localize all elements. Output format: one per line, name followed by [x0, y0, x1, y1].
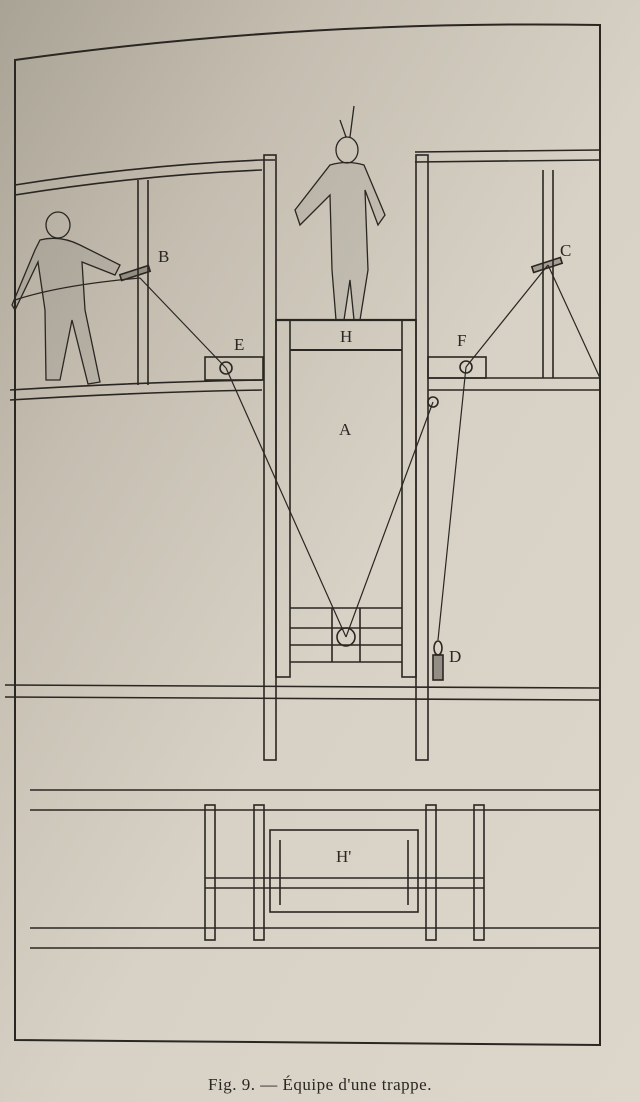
- stagehand-figure: [11, 211, 121, 385]
- right-gallery: [414, 149, 601, 408]
- actor-figure: [294, 105, 386, 321]
- handle-b: [118, 264, 152, 282]
- ropes: [14, 264, 601, 641]
- label-e: E: [234, 335, 244, 354]
- trap-posts: [263, 154, 429, 761]
- page-frame: [14, 23, 601, 1047]
- counterweight-d: [432, 640, 444, 681]
- plan-view: [30, 789, 600, 949]
- stage-floor: [4, 684, 601, 701]
- label-f: F: [457, 331, 466, 350]
- label-c: C: [560, 241, 571, 260]
- label-b: B: [158, 247, 169, 266]
- label-h-prime: H': [336, 847, 351, 866]
- label-d: D: [449, 647, 461, 666]
- figure-caption: Fig. 9. — Équipe d'une trappe.: [208, 1075, 432, 1094]
- label-h: H: [340, 327, 352, 346]
- handle-c: [530, 256, 564, 274]
- label-a: A: [339, 420, 352, 439]
- left-gallery: [9, 159, 275, 401]
